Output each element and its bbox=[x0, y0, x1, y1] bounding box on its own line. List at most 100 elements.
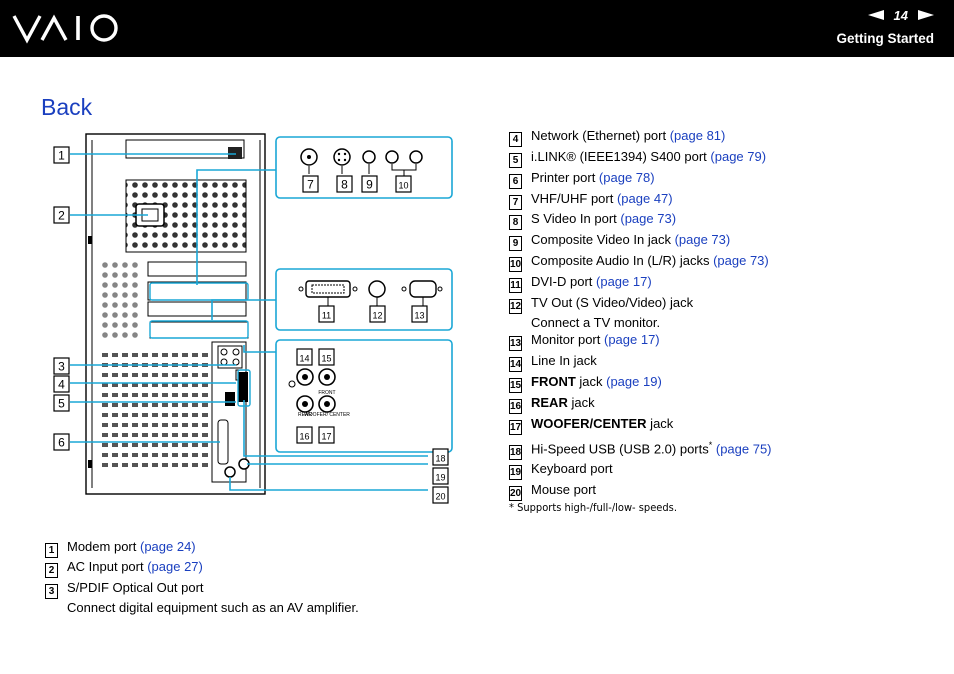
item-text: jack bbox=[646, 416, 674, 431]
callout-number: 16 bbox=[299, 432, 309, 442]
callout-number: 7 bbox=[307, 178, 314, 192]
page-link[interactable]: (page 78) bbox=[598, 170, 655, 185]
item-text: VHF/UHF port bbox=[531, 191, 617, 206]
item-text: S Video In port bbox=[531, 211, 621, 226]
page-link[interactable]: (page 17) bbox=[596, 274, 652, 289]
front-label: FRONT bbox=[318, 390, 335, 396]
callout-4: 4 bbox=[53, 375, 70, 393]
callout-number: 12 bbox=[372, 311, 382, 321]
item-description: Connect digital equipment such as an AV … bbox=[67, 600, 359, 615]
rear-label: REAR bbox=[298, 412, 312, 418]
item-text: Mouse port bbox=[531, 482, 597, 497]
callout-number: 11 bbox=[322, 311, 331, 321]
item-number: 2 bbox=[45, 563, 58, 578]
legend-item-14: 14 Line In jack bbox=[509, 352, 597, 372]
item-text: Monitor port bbox=[531, 332, 604, 347]
callout-11: 11 bbox=[318, 305, 335, 323]
callout-number: 10 bbox=[398, 181, 408, 191]
legend-item-17: 17 WOOFER/CENTER jack bbox=[509, 415, 673, 435]
left-triangle-icon[interactable] bbox=[867, 8, 884, 23]
legend-left: 1 Modem port (page 24) 2 AC Input port (pag… bbox=[45, 538, 465, 618]
callout-3: 3 bbox=[53, 357, 70, 375]
item-number: 1 bbox=[45, 543, 58, 558]
item-text: Network (Ethernet) port bbox=[531, 128, 670, 143]
item-number: 4 bbox=[509, 132, 522, 147]
item-number: 15 bbox=[509, 378, 522, 393]
page-title: Back bbox=[41, 94, 93, 120]
item-description: Connect a TV monitor. bbox=[531, 315, 661, 330]
page-link[interactable]: (page 81) bbox=[669, 128, 726, 143]
page-link[interactable]: (page 73) bbox=[620, 211, 677, 226]
item-text: Line In jack bbox=[531, 353, 597, 368]
item-text: DVI-D port bbox=[531, 274, 597, 289]
callout-number: 20 bbox=[435, 492, 445, 502]
item-number: 18 bbox=[509, 445, 522, 461]
callout-number: 19 bbox=[435, 473, 445, 483]
page-navigation: 14 bbox=[867, 8, 934, 23]
port-highlights bbox=[149, 282, 251, 407]
callout-number: 13 bbox=[414, 311, 424, 321]
callout-14: 14 bbox=[296, 348, 313, 366]
item-text: Composite Audio In (L/R) jacks bbox=[531, 253, 714, 268]
page-link[interactable]: (page 75) bbox=[712, 441, 772, 457]
callout-18: 18 bbox=[432, 448, 449, 466]
woofer-label: WOOFER/ CENTER bbox=[304, 412, 350, 418]
item-text: Modem port bbox=[67, 539, 140, 554]
section-title: Getting Started bbox=[836, 31, 934, 46]
page-link[interactable]: (page 17) bbox=[603, 332, 660, 347]
callout-10: 10 bbox=[395, 175, 412, 193]
page-link[interactable]: (page 73) bbox=[713, 253, 769, 268]
item-bold-label: WOOFER/CENTER bbox=[531, 416, 647, 431]
item-number: 17 bbox=[509, 420, 522, 435]
callout-number: 6 bbox=[58, 436, 65, 450]
callout-number: 5 bbox=[58, 397, 65, 411]
callout-number: 14 bbox=[299, 354, 309, 364]
callout-5: 5 bbox=[53, 394, 70, 412]
footnote: * Supports high-/full-/low- speeds. bbox=[509, 501, 677, 514]
callout-7: 7 bbox=[302, 175, 319, 193]
page-link[interactable]: (page 79) bbox=[710, 149, 767, 164]
callout-number: 9 bbox=[366, 178, 373, 192]
page-link[interactable]: (page 47) bbox=[616, 191, 673, 206]
callout-number: 8 bbox=[341, 178, 348, 192]
page-link[interactable]: (page 73) bbox=[674, 232, 731, 247]
callout-15: 15 bbox=[318, 348, 335, 366]
callout-number: 4 bbox=[58, 378, 65, 392]
callout-number: 17 bbox=[321, 432, 331, 442]
item-number: 6 bbox=[509, 174, 522, 189]
item-text: Composite Video In jack bbox=[531, 232, 675, 247]
callout-number: 2 bbox=[58, 209, 65, 223]
item-text: Hi-Speed USB (USB 2.0) ports bbox=[531, 441, 709, 457]
page-link[interactable]: (page 24) bbox=[139, 539, 196, 554]
item-text: AC Input port bbox=[67, 559, 148, 574]
legend-item-4: 4 Network (Ethernet) port (page 81) bbox=[509, 127, 725, 147]
callout-16: 16 bbox=[296, 426, 313, 444]
legend-item-2: 2 AC Input port (page 27) bbox=[45, 558, 203, 578]
item-number: 11 bbox=[509, 278, 522, 293]
item-number: 16 bbox=[509, 399, 522, 414]
page-link[interactable]: (page 19) bbox=[606, 374, 662, 389]
callout-2: 2 bbox=[53, 206, 70, 224]
page-link[interactable]: (page 27) bbox=[147, 559, 203, 574]
item-text: jack bbox=[575, 374, 607, 389]
item-number: 14 bbox=[509, 357, 522, 372]
callout-8: 8 bbox=[336, 175, 353, 193]
item-number: 19 bbox=[509, 465, 522, 480]
right-triangle-icon[interactable] bbox=[918, 8, 934, 23]
callout-number: 3 bbox=[58, 360, 65, 374]
item-number: 5 bbox=[509, 153, 522, 168]
callout-9: 9 bbox=[361, 175, 378, 193]
callout-19: 19 bbox=[432, 467, 449, 485]
chassis bbox=[85, 133, 266, 495]
